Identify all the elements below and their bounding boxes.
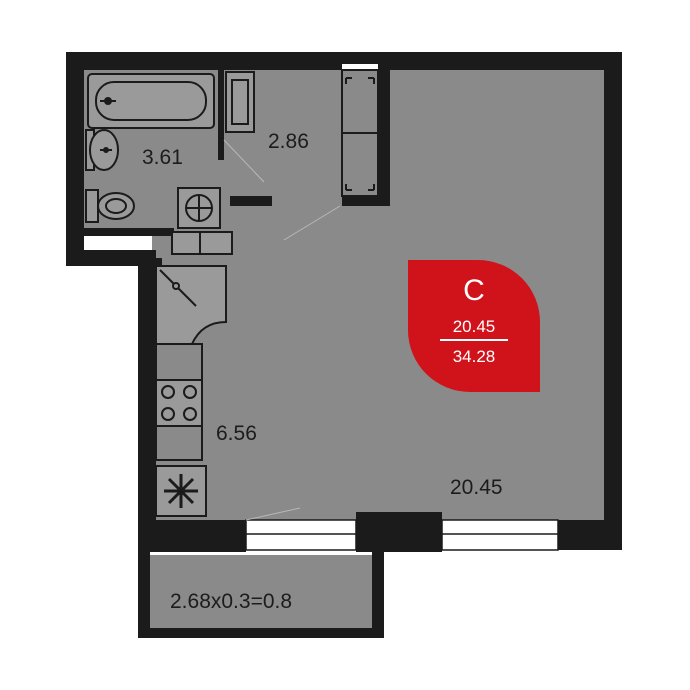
washing-machine-icon [177,187,221,229]
wall-partition-stub [342,196,390,206]
hallway-cabinet-icon [225,71,255,133]
balcony-floor [150,555,372,629]
apartment-badge: C 20.45 34.28 [408,260,540,392]
wall-balcony-right [372,552,384,638]
walls [66,52,622,638]
wall-top-right [390,52,618,70]
bathtub-icon [87,73,215,129]
wall-bottom-left [138,520,246,552]
wall-kitchen-top [156,258,162,266]
wall-balcony-left [138,552,150,638]
balcony-area-label: 2.68x0.3=0.8 [170,590,292,613]
wall-right [604,52,622,550]
fridge-icon [171,231,233,255]
sink-icon [85,129,119,171]
bathroom-fixtures [85,71,255,229]
wall-balcony-bottom [138,628,384,638]
wall-top-left [66,52,342,70]
heater-icon [155,465,207,517]
hallway-area-label: 2.86 [268,130,309,153]
kitchen-area-label: 6.56 [216,422,257,445]
windows [245,519,559,551]
wall-left-kitchen [138,250,156,552]
badge-living-area: 20.45 [453,317,496,336]
wall-step [66,250,156,266]
wall-partition-column [378,64,390,206]
kitchen-fixtures [155,231,233,517]
wardrobe-icon [341,69,379,197]
window-kitchen [245,519,357,551]
bathroom-area-label: 3.61 [142,146,183,169]
stove-icon [155,379,203,427]
badge-shape [408,260,540,392]
room-labels: 3.61 2.86 6.56 20.45 2.68x0.3=0.8 [142,130,503,613]
badge-total-area: 34.28 [453,347,496,366]
wall-bath-hall [218,70,224,160]
wall-bottom-right [558,520,622,550]
living-area-label: 20.45 [450,476,503,499]
wall-hall-stub [230,196,272,206]
wall-bottom-mid [356,512,442,552]
wall-partition-vertical [342,52,390,64]
wall-left-bath [66,52,84,266]
shower-icon [155,265,227,345]
toilet-icon [85,189,135,223]
badge-type-letter: C [463,274,485,307]
wall-bath-bottom [84,228,174,236]
door-arcs [223,139,341,521]
hall-link-floor [224,190,424,290]
window-living [441,519,559,551]
